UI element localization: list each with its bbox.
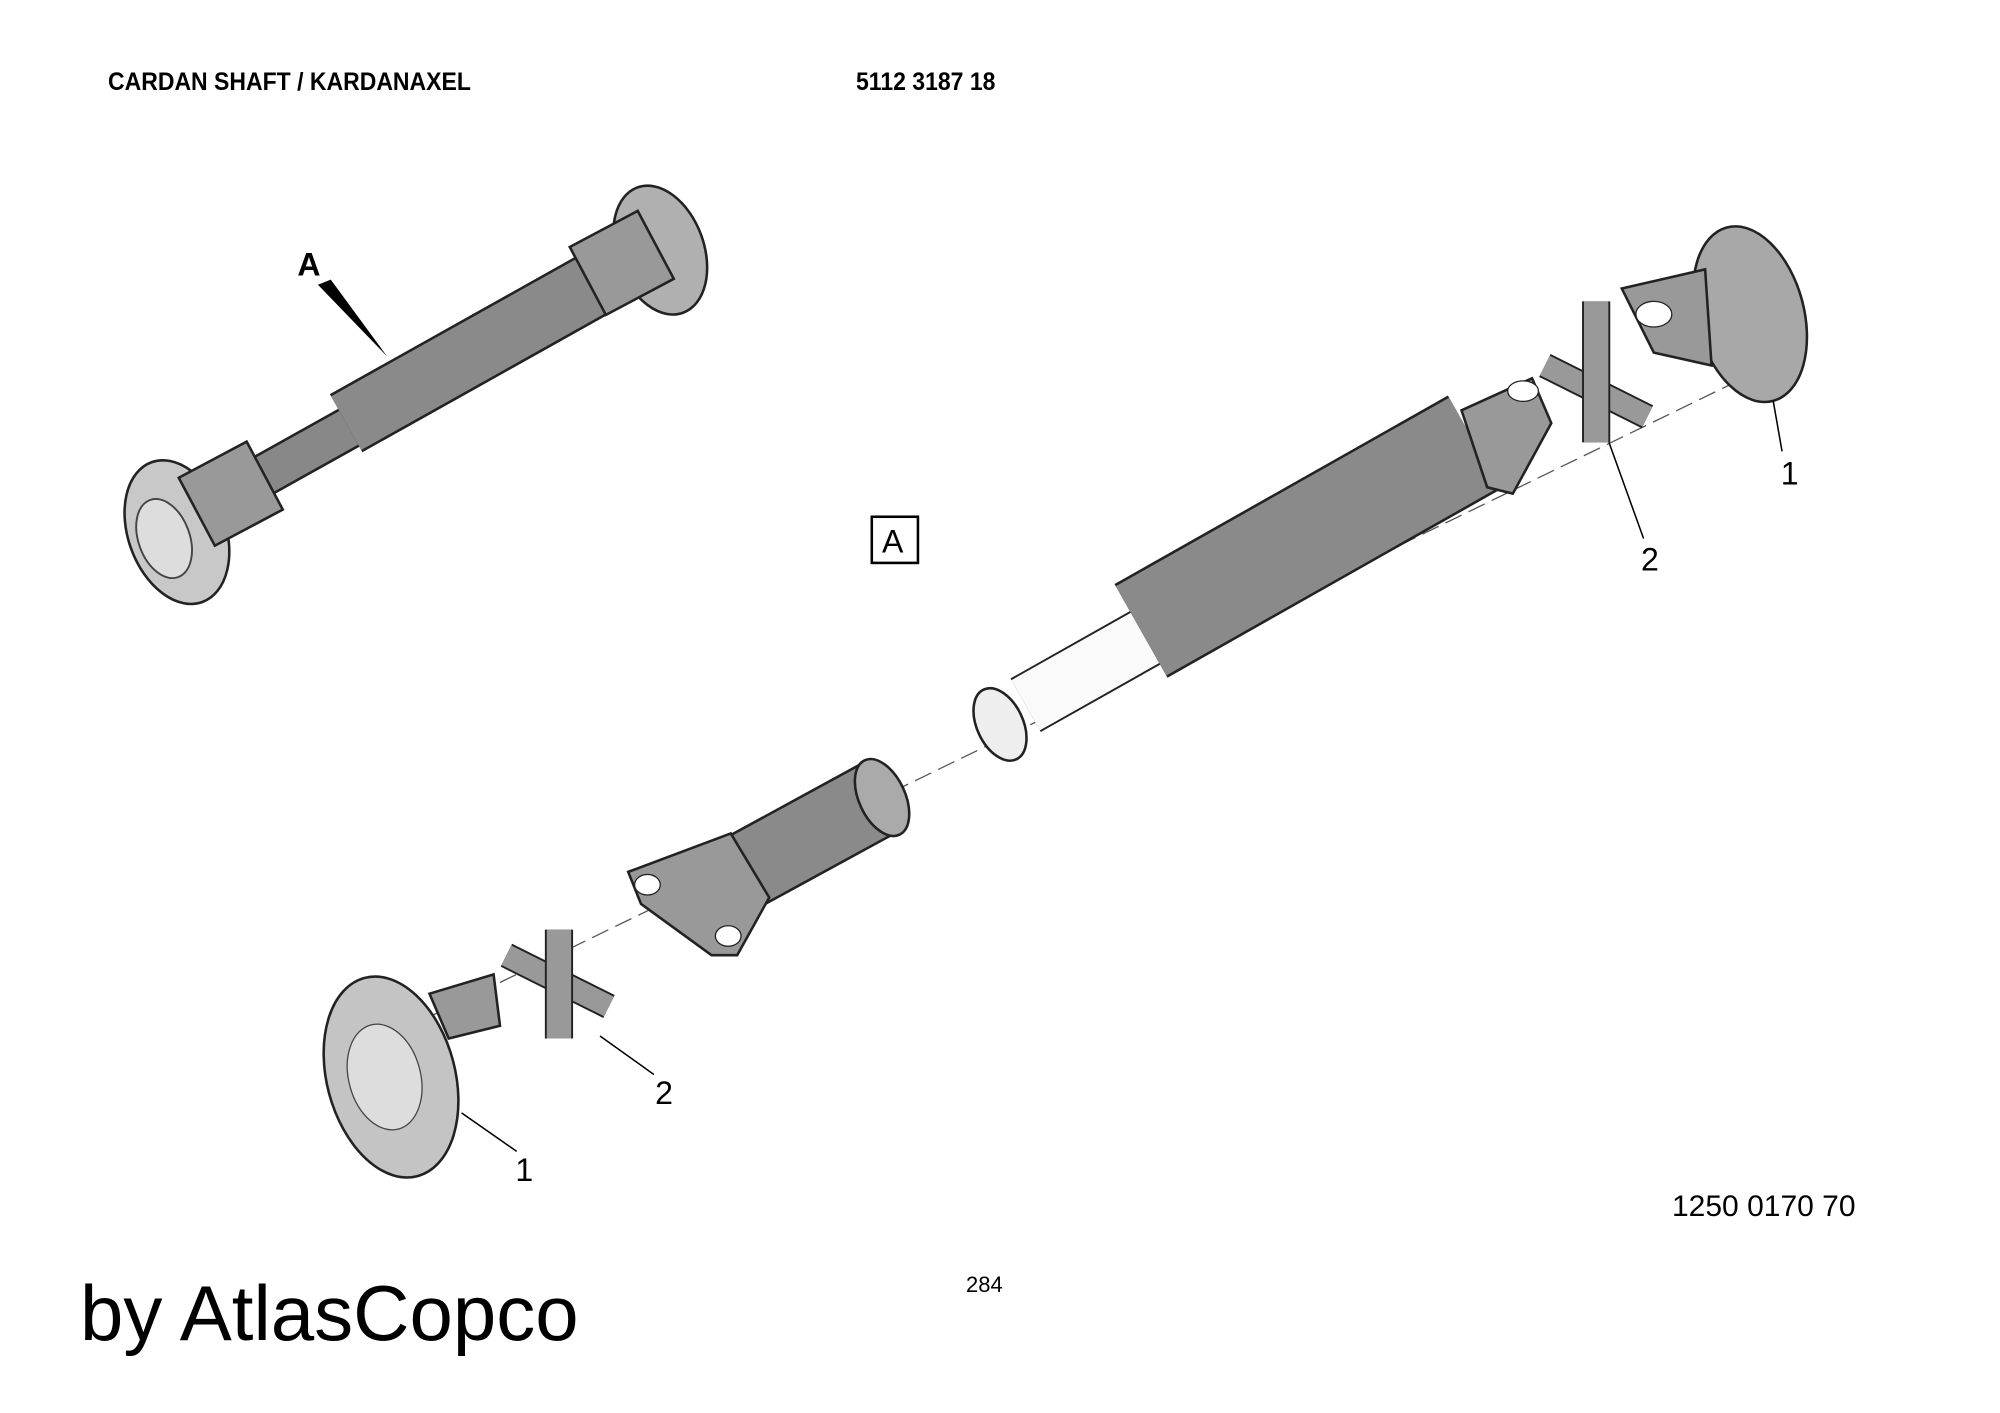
view-box-label: A	[882, 524, 904, 560]
callout-1-lower: 1	[515, 1152, 533, 1188]
callout-2-lower: 2	[655, 1075, 673, 1111]
universal-joint-upper	[1539, 301, 1654, 443]
view-marker-label: A	[297, 247, 320, 283]
slip-yoke	[626, 757, 911, 957]
assembled-shaft	[123, 184, 709, 606]
page-number: 284	[966, 1272, 1003, 1297]
flange-yoke-lower	[322, 972, 502, 1179]
view-marker-a: A	[297, 247, 388, 357]
document-number: 1250 0170 70	[1672, 1190, 1856, 1223]
shaft-tube	[972, 376, 1553, 762]
flange-yoke-upper	[1619, 225, 1809, 404]
page-title: CARDAN SHAFT / KARDANAXEL	[108, 68, 471, 96]
callout-1-upper: 1	[1781, 456, 1799, 492]
brand-watermark: by AtlasCopco	[80, 1269, 579, 1357]
view-box-a: A	[870, 515, 920, 565]
callout-2-upper: 2	[1641, 542, 1659, 578]
universal-joint-lower	[500, 929, 615, 1039]
part-number: 5112 3187 18	[856, 68, 996, 96]
